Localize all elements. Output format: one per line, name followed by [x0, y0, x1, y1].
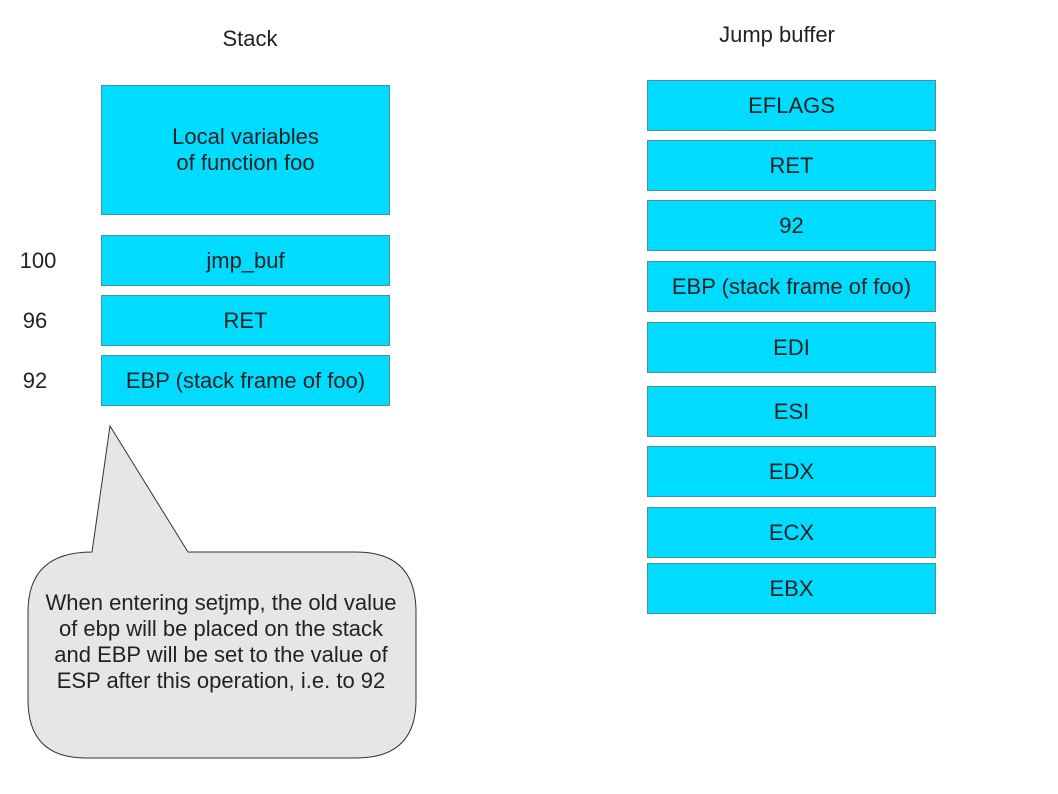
jump-buffer-item-ret: RET [647, 140, 936, 191]
jump-buffer-title: Jump buffer [719, 22, 835, 47]
stack-title: Stack [222, 26, 278, 51]
jump-buffer-item-92: 92 [647, 200, 936, 251]
stack-row-jmp-buf: jmp_buf [101, 235, 390, 286]
jump-buffer-item-ecx: ECX [647, 507, 936, 558]
jump-buffer-item-eflags: EFLAGS [647, 80, 936, 131]
stack-address-92: 92 [22, 368, 48, 393]
stack-locals-box: Local variables of function foo [101, 85, 390, 215]
jump-buffer-item-esi: ESI [647, 386, 936, 437]
stack-row-ebp: EBP (stack frame of foo) [101, 355, 390, 406]
jump-buffer-item-edi: EDI [647, 322, 936, 373]
jump-buffer-item-edx: EDX [647, 446, 936, 497]
stack-address-96: 96 [22, 308, 48, 333]
stack-address-100: 100 [19, 248, 57, 273]
jump-buffer-item-ebx: EBX [647, 563, 936, 614]
stack-row-ret: RET [101, 295, 390, 346]
jump-buffer-item-ebp: EBP (stack frame of foo) [647, 261, 936, 312]
callout-text: When entering setjmp, the old value of e… [45, 590, 397, 693]
